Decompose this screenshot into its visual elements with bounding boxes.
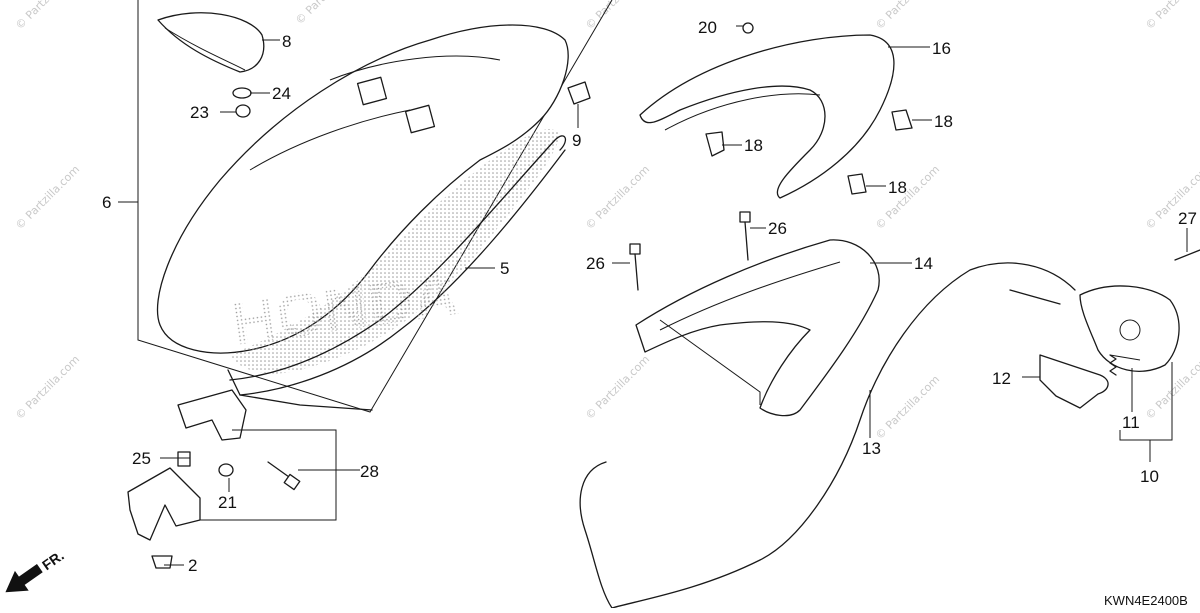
callout-2: 2 — [188, 556, 197, 575]
part-24-washer — [232, 87, 252, 99]
callout-14: 14 — [914, 254, 933, 273]
front-label: FR. — [39, 547, 67, 573]
callout-10: 10 — [1140, 467, 1159, 486]
front-arrow-icon — [5, 564, 43, 593]
callout-9: 9 — [572, 131, 581, 150]
callout-28: 28 — [360, 462, 379, 481]
watermark-text: © Partzilla.com — [293, 0, 362, 27]
part-11-spring — [1109, 354, 1117, 376]
watermark-text: © Partzilla.com — [873, 0, 942, 32]
part-23-nut — [235, 104, 251, 118]
watermark-text: © Partzilla.com — [873, 163, 942, 232]
callout-26: 26 — [768, 219, 787, 238]
callout-18: 18 — [744, 136, 763, 155]
callout-13: 13 — [862, 439, 881, 458]
watermark-text: © Partzilla.com — [1143, 0, 1200, 32]
callout-20: 20 — [698, 18, 717, 37]
callout-24: 24 — [272, 84, 291, 103]
part-20-screw — [742, 22, 754, 34]
watermark-text: © Partzilla.com — [583, 163, 652, 232]
callout-11: 11 — [1122, 413, 1140, 432]
watermark-text: © Partzilla.com — [13, 0, 82, 32]
callout-23: 23 — [190, 103, 209, 122]
part-26-bolt — [629, 243, 641, 291]
callout-26: 26 — [586, 254, 605, 273]
front-direction-indicator: FR. — [5, 547, 67, 593]
diagram-code: KWN4E2400B — [1104, 593, 1188, 608]
callout-5: 5 — [500, 259, 509, 278]
part-18-clip — [847, 173, 867, 195]
callout-21: 21 — [218, 493, 237, 512]
watermark-text: © Partzilla.com — [13, 353, 82, 422]
callout-16: 16 — [932, 39, 951, 58]
seat-assembly: HONDA — [156, 24, 569, 411]
part-12-cover — [1039, 354, 1109, 409]
callout-12: 12 — [992, 369, 1011, 388]
part-18-clip — [705, 131, 725, 157]
callout-18: 18 — [934, 112, 953, 131]
watermark-text: © Partzilla.com — [873, 373, 942, 442]
callout-6: 6 — [102, 193, 111, 212]
seat-latch-assembly — [1079, 249, 1200, 372]
leader-lines — [118, 25, 1188, 566]
watermark-text: © Partzilla.com — [583, 0, 652, 32]
watermark-text: © Partzilla.com — [13, 163, 82, 232]
callout-27: 27 — [1178, 209, 1197, 228]
seat-hinge-group — [127, 389, 337, 569]
callout-labels: 8 24 23 6 5 9 20 16 18 18 18 26 26 14 13… — [102, 18, 1197, 575]
callout-18: 18 — [888, 178, 907, 197]
part-26-bolt — [739, 211, 751, 261]
part-8-cover — [157, 12, 265, 73]
part-13-cable — [579, 262, 1076, 609]
part-9-rubber — [567, 81, 591, 105]
callout-8: 8 — [282, 32, 291, 51]
callout-25: 25 — [132, 449, 151, 468]
part-16-rear-cover — [639, 34, 895, 199]
part-18-clip — [891, 109, 913, 131]
watermark-text: © Partzilla.com — [583, 353, 652, 422]
part-14-carrier — [635, 239, 880, 417]
